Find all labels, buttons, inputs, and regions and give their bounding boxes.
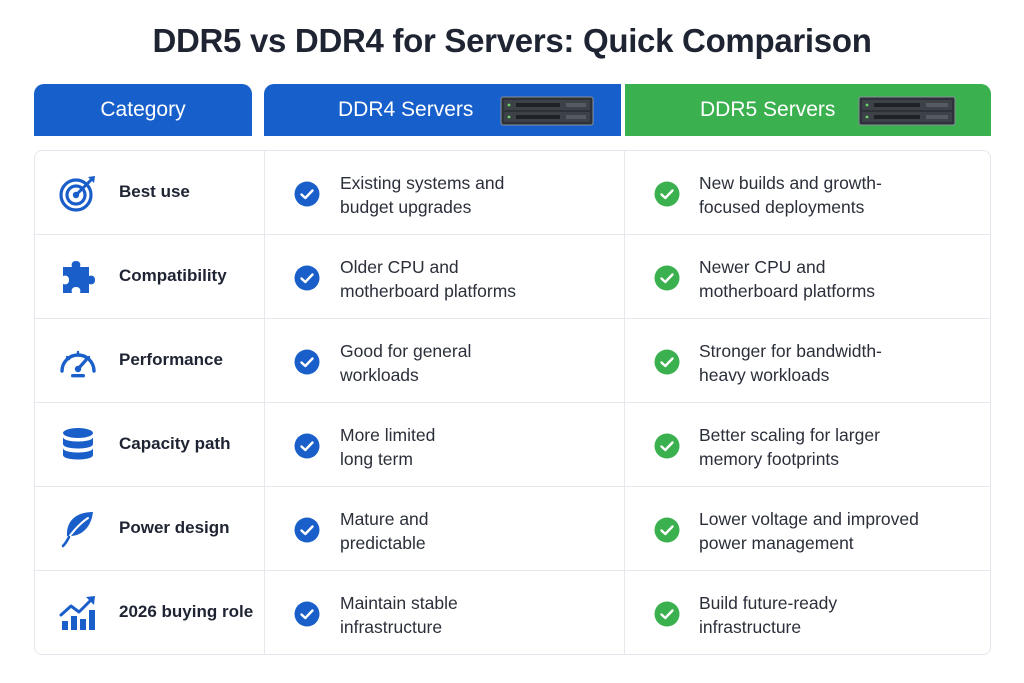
ddr4-cell-line: infrastructure <box>340 617 443 637</box>
database-icon <box>63 428 93 460</box>
server-rack-icon <box>858 96 956 126</box>
header-ddr5: DDR5 Servers <box>625 84 991 136</box>
ddr5-cell-line: Newer CPU and <box>699 257 826 277</box>
ddr4-cell: Existing systems and budget upgrades <box>340 171 640 219</box>
ddr4-cell: Maintain stable infrastructure <box>340 591 640 639</box>
ddr4-cell-line: motherboard platforms <box>340 281 517 301</box>
category-label: Capacity path <box>119 434 231 453</box>
ddr5-cell-line: motherboard platforms <box>699 281 876 301</box>
check-circle-icon <box>294 601 320 627</box>
table-row: Power design Mature and predictable Lowe… <box>35 487 990 571</box>
check-circle-icon <box>294 181 320 207</box>
ddr4-cell-line: budget upgrades <box>340 197 472 217</box>
check-circle-icon <box>294 517 320 543</box>
target-icon <box>59 176 95 212</box>
ddr5-cell: Lower voltage and improved power managem… <box>699 507 984 555</box>
check-circle-icon <box>654 601 680 627</box>
ddr5-cell-line: memory footprints <box>699 449 840 469</box>
ddr5-cell-line: infrastructure <box>699 617 802 637</box>
comparison-table: Best use Existing systems and budget upg… <box>34 150 991 655</box>
ddr5-cell-line: Lower voltage and improved <box>699 509 919 529</box>
ddr5-cell-line: power management <box>699 533 854 553</box>
ddr5-cell: Stronger for bandwidth- heavy workloads <box>699 339 984 387</box>
ddr4-cell-line: Existing systems and <box>340 173 505 193</box>
header-category: Category <box>34 84 252 136</box>
header-ddr4: DDR4 Servers <box>264 84 621 136</box>
category-label: Compatibility <box>119 266 227 285</box>
ddr5-cell: Build future-ready infrastructure <box>699 591 984 639</box>
check-circle-icon <box>294 265 320 291</box>
check-circle-icon <box>654 181 680 207</box>
growth-chart-icon <box>59 596 95 630</box>
ddr5-cell-line: New builds and growth- <box>699 173 882 193</box>
ddr4-cell: Older CPU and motherboard platforms <box>340 255 640 303</box>
ddr4-cell: Good for general workloads <box>340 339 640 387</box>
ddr5-cell: New builds and growth- focused deploymen… <box>699 171 984 219</box>
header-ddr4-label: DDR4 Servers <box>338 98 474 121</box>
header-category-label: Category <box>100 98 186 121</box>
ddr4-cell-line: workloads <box>340 365 419 385</box>
ddr4-cell: Mature and predictable <box>340 507 640 555</box>
ddr5-cell-line: focused deployments <box>699 197 865 217</box>
ddr5-cell: Better scaling for larger memory footpri… <box>699 423 984 471</box>
ddr5-cell-line: heavy workloads <box>699 365 830 385</box>
check-circle-icon <box>654 265 680 291</box>
category-label: Best use <box>119 182 190 201</box>
ddr5-cell-line: Better scaling for larger <box>699 425 880 445</box>
check-circle-icon <box>294 433 320 459</box>
check-circle-icon <box>294 349 320 375</box>
ddr4-cell-line: Maintain stable <box>340 593 458 613</box>
ddr4-cell-line: predictable <box>340 533 426 553</box>
check-circle-icon <box>654 349 680 375</box>
header-ddr5-label: DDR5 Servers <box>700 98 836 121</box>
ddr4-cell-line: More limited <box>340 425 436 445</box>
puzzle-icon <box>63 261 95 293</box>
page-title: DDR5 vs DDR4 for Servers: Quick Comparis… <box>152 22 872 59</box>
check-circle-icon <box>654 517 680 543</box>
table-row: 2026 buying role Maintain stable infrast… <box>35 571 990 655</box>
table-row: Best use Existing systems and budget upg… <box>35 151 990 235</box>
ddr5-cell: Newer CPU and motherboard platforms <box>699 255 984 303</box>
leaf-icon <box>61 512 93 548</box>
ddr4-cell-line: Older CPU and <box>340 257 459 277</box>
ddr4-cell-line: long term <box>340 449 413 469</box>
ddr5-cell-line: Build future-ready <box>699 593 838 613</box>
server-rack-icon <box>500 96 594 126</box>
ddr4-cell-line: Good for general <box>340 341 472 361</box>
category-label: 2026 buying role <box>119 602 254 621</box>
table-row: Compatibility Older CPU and motherboard … <box>35 235 990 319</box>
speedometer-icon <box>60 350 96 378</box>
ddr4-cell: More limited long term <box>340 423 640 471</box>
category-label: Power design <box>119 518 230 537</box>
ddr4-cell-line: Mature and <box>340 509 429 529</box>
category-label: Performance <box>119 350 223 369</box>
table-row: Capacity path More limited long term Bet… <box>35 403 990 487</box>
table-row: Performance Good for general workloads S… <box>35 319 990 403</box>
check-circle-icon <box>654 433 680 459</box>
ddr5-cell-line: Stronger for bandwidth- <box>699 341 882 361</box>
